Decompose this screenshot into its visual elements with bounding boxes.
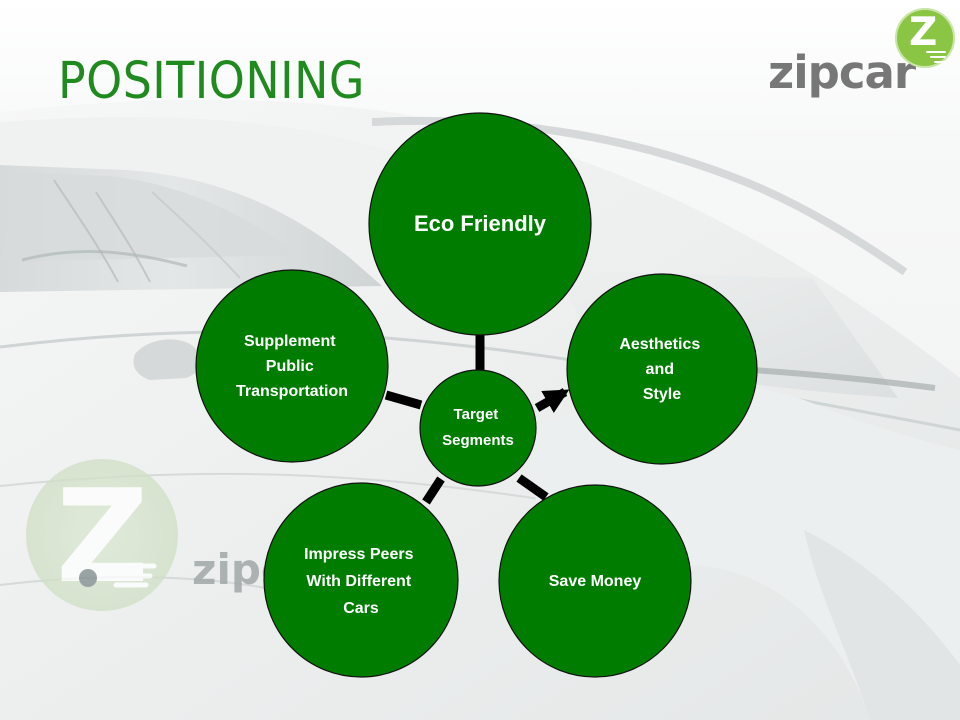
- supplement-node: Supplement Public Transportation: [195, 269, 389, 463]
- save-money-label-line-1: Save Money: [549, 573, 642, 590]
- eco-friendly-node: Eco Friendly: [368, 112, 592, 336]
- aesthetics-label-line-3: Style: [643, 386, 681, 403]
- impress-peers-label-line-3: Cars: [343, 600, 379, 617]
- svg-text:Save Money: Save Money: [549, 573, 642, 590]
- zipcar-z-icon: [895, 8, 955, 68]
- impress-peers-node: Impress Peers With Different Cars: [263, 482, 459, 678]
- page-title: POSITIONING: [58, 52, 365, 111]
- aesthetics-label-line-1: Aesthetics: [619, 336, 700, 353]
- center-label-line-1: Target: [454, 406, 499, 423]
- connector-center-save-money: [516, 474, 549, 501]
- eco-friendly-label-line-1: Eco Friendly: [414, 211, 547, 236]
- zipcar-z-letter: Z: [909, 10, 938, 55]
- zipcar-logo: zipcar Z: [761, 8, 957, 102]
- speed-lines-icon: [926, 51, 951, 63]
- aesthetics-label-line-2: and: [646, 361, 674, 378]
- target-segments-center-node: Target Segments: [419, 369, 537, 487]
- connector-center-aesthetics: [534, 388, 570, 413]
- impress-peers-label-line-2: With Different: [306, 573, 411, 590]
- connector-center-supplement: [384, 390, 423, 410]
- svg-text:Supplement Public: Supplement Public Transportation: [236, 333, 348, 400]
- supplement-label-line-3: Transportation: [236, 383, 348, 400]
- supplement-label-line-1: Supplement: [244, 333, 336, 350]
- svg-text:Eco Friendly: Eco Friendly: [414, 211, 547, 236]
- zipcar-wordmark: zipcar: [768, 46, 916, 99]
- connector-lines: [384, 335, 570, 505]
- svg-text:Impress Peers With Dif: Impress Peers With Different Cars: [304, 546, 418, 617]
- impress-peers-label-line-1: Impress Peers: [304, 546, 414, 563]
- center-label-line-2: Segments: [442, 432, 514, 449]
- door-decal-logo: Z: [26, 459, 178, 612]
- svg-text:Aesthetics and: Aesthetics and Style: [619, 336, 704, 403]
- svg-text:Target Segments: Target Segments: [442, 406, 514, 449]
- aesthetics-node: Aesthetics and Style: [566, 273, 758, 465]
- save-money-node: Save Money: [498, 484, 692, 678]
- supplement-label-line-2: Public: [266, 358, 314, 375]
- connector-center-impress-peers: [422, 476, 445, 505]
